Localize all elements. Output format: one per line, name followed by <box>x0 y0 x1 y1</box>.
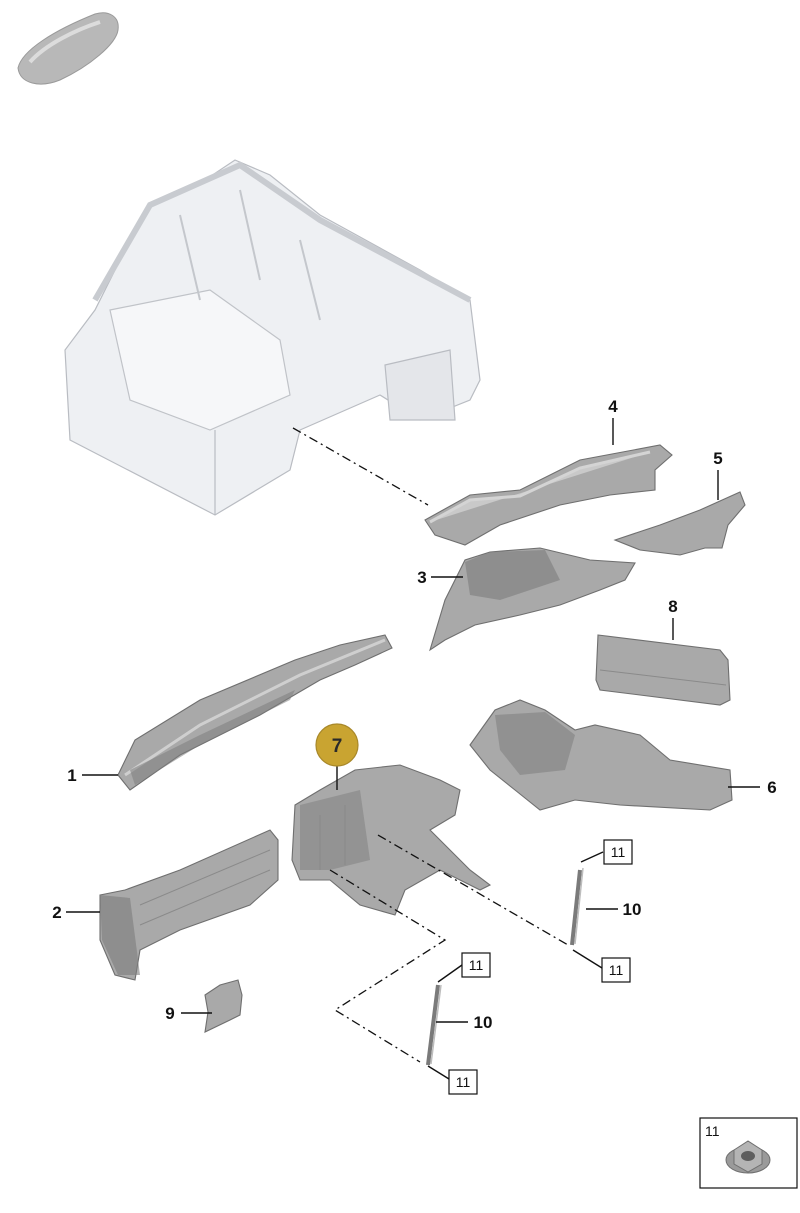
svg-text:11: 11 <box>705 1123 720 1139</box>
callout-10-lower: 10 <box>474 1013 493 1032</box>
body-frame-assembly <box>64 159 481 516</box>
svg-text:11: 11 <box>469 957 484 973</box>
assembly-dash-lines <box>292 427 569 1063</box>
callout-1: 1 <box>67 766 76 785</box>
part-4-upper-rail <box>424 444 673 546</box>
leader-lines <box>66 418 760 1080</box>
car-silhouette-icon <box>17 12 119 85</box>
highlight-circle <box>315 723 359 767</box>
part-5-bracket <box>613 491 746 556</box>
part-10-stud-lower <box>426 984 442 1066</box>
svg-text:11: 11 <box>456 1074 471 1090</box>
boxed-callout-11-a: 11 <box>603 839 633 865</box>
callout-7: 7 <box>332 736 343 757</box>
callout-2: 2 <box>52 903 61 922</box>
svg-text:11: 11 <box>611 844 626 860</box>
boxed-callout-11-d: 11 <box>448 1069 478 1095</box>
boxed-callout-11-b: 11 <box>601 957 631 983</box>
callout-6: 6 <box>767 778 776 797</box>
part-8-cover-plate <box>595 634 731 706</box>
inset-nut-11: 11 <box>699 1117 798 1189</box>
callout-9: 9 <box>165 1004 174 1023</box>
callout-10-right: 10 <box>623 900 642 919</box>
callout-4: 4 <box>608 397 618 416</box>
part-1-side-member <box>117 634 393 791</box>
part-10-stud-right <box>570 867 584 946</box>
nut-icon <box>725 1140 771 1174</box>
part-7-highlighted-member <box>291 764 492 916</box>
part-3-wheelhouse <box>429 547 636 652</box>
part-6-inner-structure <box>469 699 733 811</box>
svg-text:11: 11 <box>609 962 624 978</box>
part-2-crash-box <box>99 829 279 981</box>
part-9-small-bracket <box>204 979 243 1033</box>
boxed-callout-11-c: 11 <box>461 952 491 978</box>
callout-8: 8 <box>668 597 677 616</box>
callout-3: 3 <box>417 568 426 587</box>
callout-5: 5 <box>713 449 722 468</box>
